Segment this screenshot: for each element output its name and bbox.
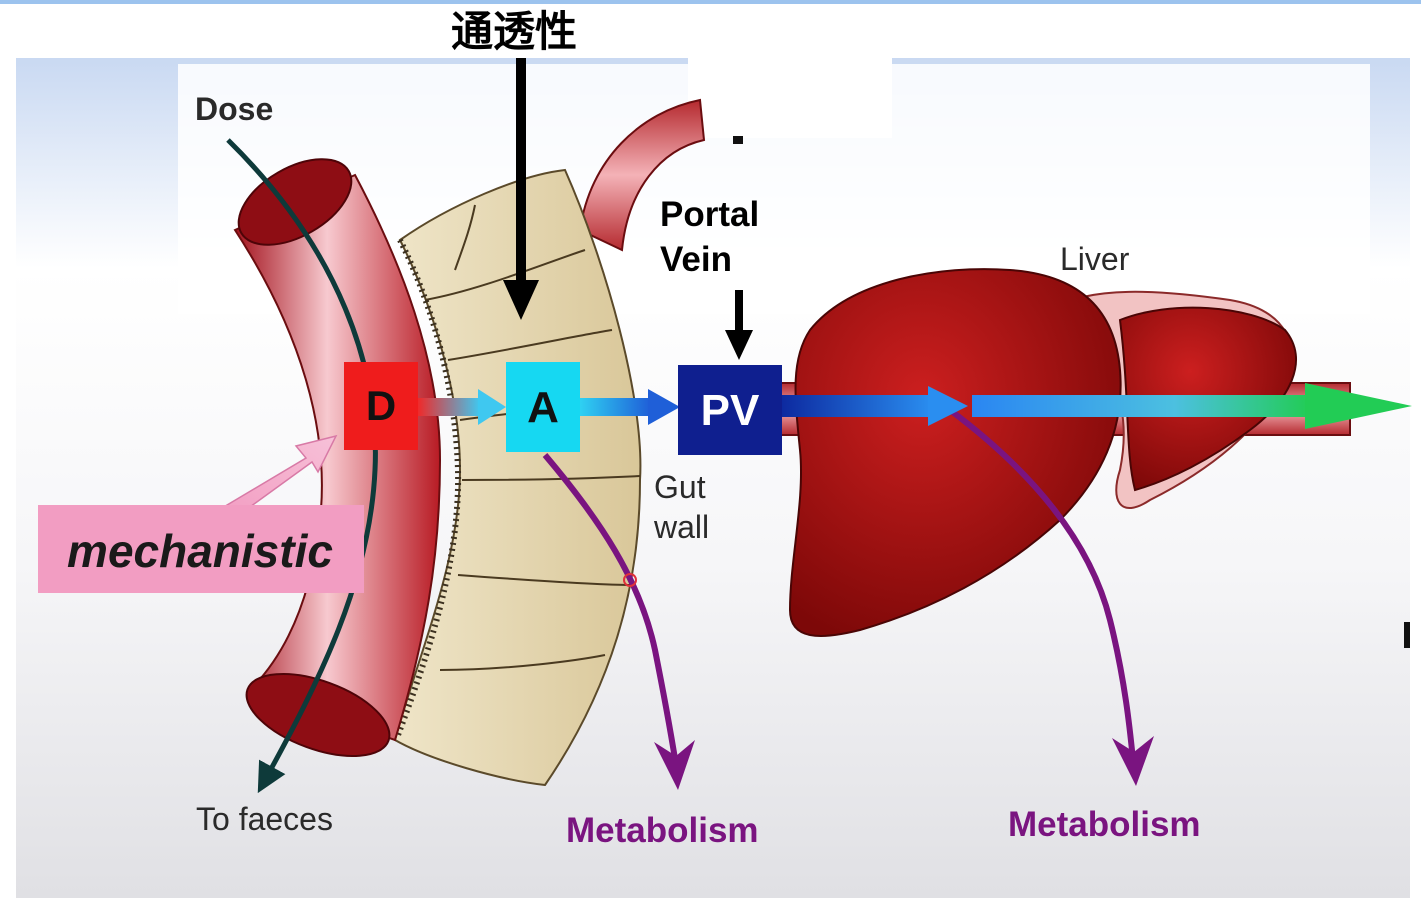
gut-wall-label-line1: Gut [654,469,706,505]
absorbed-compartment-label: A [527,383,559,432]
drug-compartment-label: D [366,382,396,429]
liver-metabolism-label: Metabolism [1008,805,1201,844]
portal-vein-compartment: PV [678,365,782,455]
top-accent-line [0,0,1421,4]
liver-label: Liver [1060,241,1130,277]
mechanistic-label: mechanistic [67,525,333,577]
portal-vein-compartment-label: PV [701,386,760,435]
mask-panel [688,56,892,138]
diagram-title: 通透性 [451,8,577,55]
mask-mark [733,136,743,144]
dose-label: Dose [195,91,273,127]
drug-compartment: D [344,362,418,450]
gut-metabolism-label: Metabolism [566,811,759,850]
absorbed-compartment: A [506,362,580,452]
edge-mark [1404,622,1410,648]
to-faeces-label: To faeces [196,801,333,837]
portal-label-line1: Portal [660,195,759,234]
gut-wall-label-line2: wall [653,509,709,545]
portal-label-line2: Vein [660,240,732,279]
